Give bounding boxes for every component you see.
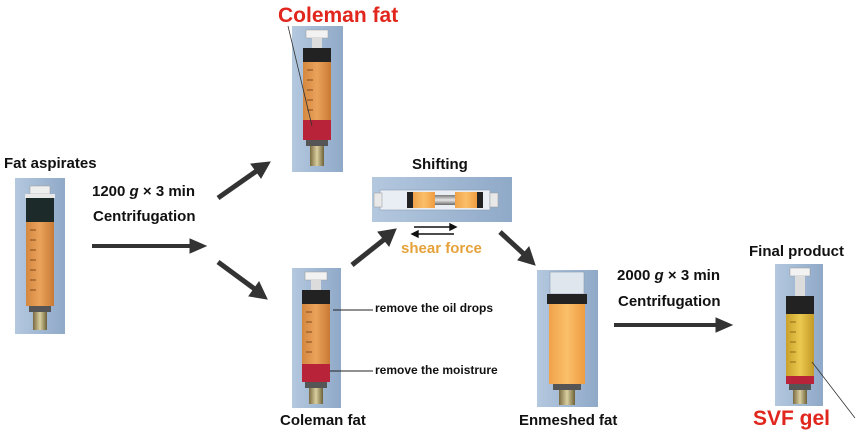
shifting-label: Shifting bbox=[412, 156, 468, 173]
enmeshed-fat-label: Enmeshed fat bbox=[519, 412, 618, 429]
shear-double-arrow-icon bbox=[410, 222, 458, 239]
arrow-up-right-icon bbox=[216, 161, 271, 201]
step1-condition-label: 1200 g × 3 min bbox=[92, 183, 195, 200]
step2-method-label: Centrifugation bbox=[618, 293, 721, 310]
step2-condition-text: 2000 g × 3 min bbox=[617, 267, 720, 284]
coleman-fat-top-label: Coleman fat bbox=[278, 4, 399, 27]
arrow-to-enmeshed-icon bbox=[498, 230, 536, 266]
arrow-down-right-icon bbox=[216, 259, 268, 300]
remove-oil-label: remove the oil drops bbox=[375, 301, 494, 315]
final-product-syringe-photo bbox=[775, 264, 823, 406]
svf-gel-label: SVF gel bbox=[753, 407, 831, 430]
enmeshed-fat-syringe-photo bbox=[537, 270, 598, 407]
step1-method-label: Centrifugation bbox=[93, 208, 196, 225]
arrow-to-shifting-icon bbox=[350, 228, 397, 267]
coleman-fat-bottom-label: Coleman fat bbox=[280, 412, 366, 429]
fat-aspirates-label: Fat aspirates bbox=[4, 155, 97, 172]
coleman-fat-pointer-line bbox=[287, 25, 313, 127]
coleman-fat-top-syringe-photo bbox=[292, 26, 343, 172]
process-arrows bbox=[92, 161, 734, 333]
coleman-fat-bottom-syringe-photo bbox=[292, 268, 341, 408]
shear-force-label: shear force bbox=[401, 240, 482, 257]
final-product-label: Final product bbox=[749, 243, 844, 260]
step2-condition-label: 2000 g × 3 min bbox=[617, 267, 720, 284]
shifting-syringes-photo bbox=[372, 177, 512, 222]
svf-gel-pointer-line bbox=[811, 361, 856, 419]
fat-aspirates-syringe-photo bbox=[15, 178, 65, 334]
arrow-to-final-icon bbox=[614, 317, 734, 333]
remove-moisture-label: remove the moistrure bbox=[375, 363, 498, 377]
step1-condition-text: 1200 g × 3 min bbox=[92, 183, 195, 200]
arrow-right-icon bbox=[92, 238, 208, 254]
